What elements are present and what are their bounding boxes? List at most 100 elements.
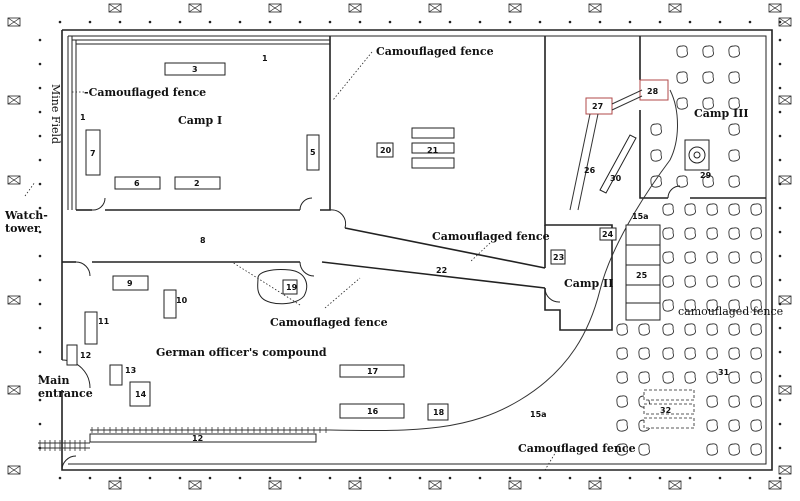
watchtower-icon xyxy=(7,175,21,185)
num-1-top: 1 xyxy=(262,54,268,63)
watchtower-cross xyxy=(588,3,602,13)
mine-dot xyxy=(778,206,782,210)
mine-dot xyxy=(778,254,782,258)
watchtower-cross xyxy=(428,3,442,13)
mine-dot xyxy=(568,476,572,480)
mine-dot xyxy=(38,86,42,90)
mine-dot xyxy=(148,20,152,24)
num-32: 32 xyxy=(660,406,671,415)
watchtower-cross xyxy=(768,480,782,490)
tree-symbol xyxy=(662,203,674,216)
watchtower-label-line2: tower xyxy=(5,222,40,235)
camp2-buildings xyxy=(550,97,661,321)
mine-dot xyxy=(688,20,692,24)
mine-dot xyxy=(778,374,782,378)
num-9: 9 xyxy=(127,279,133,288)
watchtower-icons xyxy=(7,3,792,490)
tree-symbol xyxy=(638,443,650,456)
tree-symbol xyxy=(662,371,674,384)
mine-dot xyxy=(718,476,722,480)
mine-dot xyxy=(508,476,512,480)
mine-dot xyxy=(58,476,62,480)
watchtower-cross xyxy=(588,480,602,490)
watchtower-icon xyxy=(778,17,792,27)
num-20: 20 xyxy=(380,146,392,155)
tree-symbol xyxy=(662,251,674,264)
mine-dot xyxy=(38,134,42,138)
tree-symbol xyxy=(750,251,762,264)
tree-symbol xyxy=(662,227,674,240)
mine-dot xyxy=(38,254,42,258)
tree-symbol xyxy=(706,275,718,288)
mine-dot xyxy=(38,374,42,378)
mine-dot xyxy=(778,158,782,162)
watchtower-icon xyxy=(268,3,282,13)
mine-dot xyxy=(38,350,42,354)
num-2: 2 xyxy=(194,179,200,188)
tree-symbol xyxy=(638,371,650,384)
mine-dot xyxy=(38,182,42,186)
num-8: 8 xyxy=(200,236,206,245)
tree-symbol xyxy=(706,443,718,456)
watchtower-icon xyxy=(7,385,21,395)
num-31: 31 xyxy=(718,368,730,377)
tree-symbol xyxy=(702,175,714,188)
mine-dot xyxy=(38,326,42,330)
num-3: 3 xyxy=(192,65,198,74)
mine-dot xyxy=(328,20,332,24)
num-28: 28 xyxy=(647,87,659,96)
tree-symbol xyxy=(702,45,714,58)
mine-dot xyxy=(38,302,42,306)
mine-dot xyxy=(538,476,542,480)
num-19: 19 xyxy=(286,283,298,292)
mine-dot xyxy=(598,20,602,24)
mine-dot xyxy=(148,476,152,480)
tree-symbol xyxy=(706,227,718,240)
tree-symbol xyxy=(750,227,762,240)
tree-symbol xyxy=(662,347,674,360)
num-10: 10 xyxy=(176,296,188,305)
watchtower-icon xyxy=(778,175,792,185)
tree-symbol xyxy=(676,97,688,110)
watchtower-icon xyxy=(108,480,122,490)
camo-fence-label-corridor: Camouflaged fence xyxy=(432,230,550,243)
mine-dot xyxy=(688,476,692,480)
watchtower-icon xyxy=(508,480,522,490)
tree-symbol xyxy=(750,203,762,216)
tree-symbol xyxy=(728,123,740,136)
num-1-left: 1 xyxy=(80,113,86,122)
mine-dot xyxy=(478,20,482,24)
mine-dot xyxy=(88,476,92,480)
mine-dot xyxy=(208,20,212,24)
main-entrance-label-line2: entrance xyxy=(38,387,93,400)
watchtower-icon xyxy=(7,17,21,27)
tree-symbol xyxy=(616,371,628,384)
mine-dot xyxy=(358,20,362,24)
watchtower-cross xyxy=(668,3,682,13)
tree-symbol xyxy=(676,175,688,188)
num-12-left: 12 xyxy=(80,351,91,360)
main-entrance-label-line1: Main xyxy=(38,374,69,387)
watchtower-cross xyxy=(7,17,21,27)
watchtower-cross xyxy=(188,3,202,13)
tree-symbol xyxy=(684,323,696,336)
watchtower-cross xyxy=(348,480,362,490)
watchtower-icon xyxy=(768,480,782,490)
tree-symbol xyxy=(706,203,718,216)
tree-symbol xyxy=(706,347,718,360)
mine-dot xyxy=(778,326,782,330)
mine-dot xyxy=(58,20,62,24)
num-5: 5 xyxy=(310,148,316,157)
camp2-label: Camp II xyxy=(564,277,613,290)
label-leader-lines xyxy=(24,51,760,471)
watchtower-cross xyxy=(508,480,522,490)
tree-symbol xyxy=(728,395,740,408)
mine-dot xyxy=(508,20,512,24)
watchtower-cross xyxy=(668,480,682,490)
mine-dot xyxy=(38,158,42,162)
rail-ties xyxy=(39,427,327,451)
num-26: 26 xyxy=(584,166,596,175)
watchtower-icon xyxy=(428,3,442,13)
num-23: 23 xyxy=(553,253,564,262)
mine-dot xyxy=(388,20,392,24)
